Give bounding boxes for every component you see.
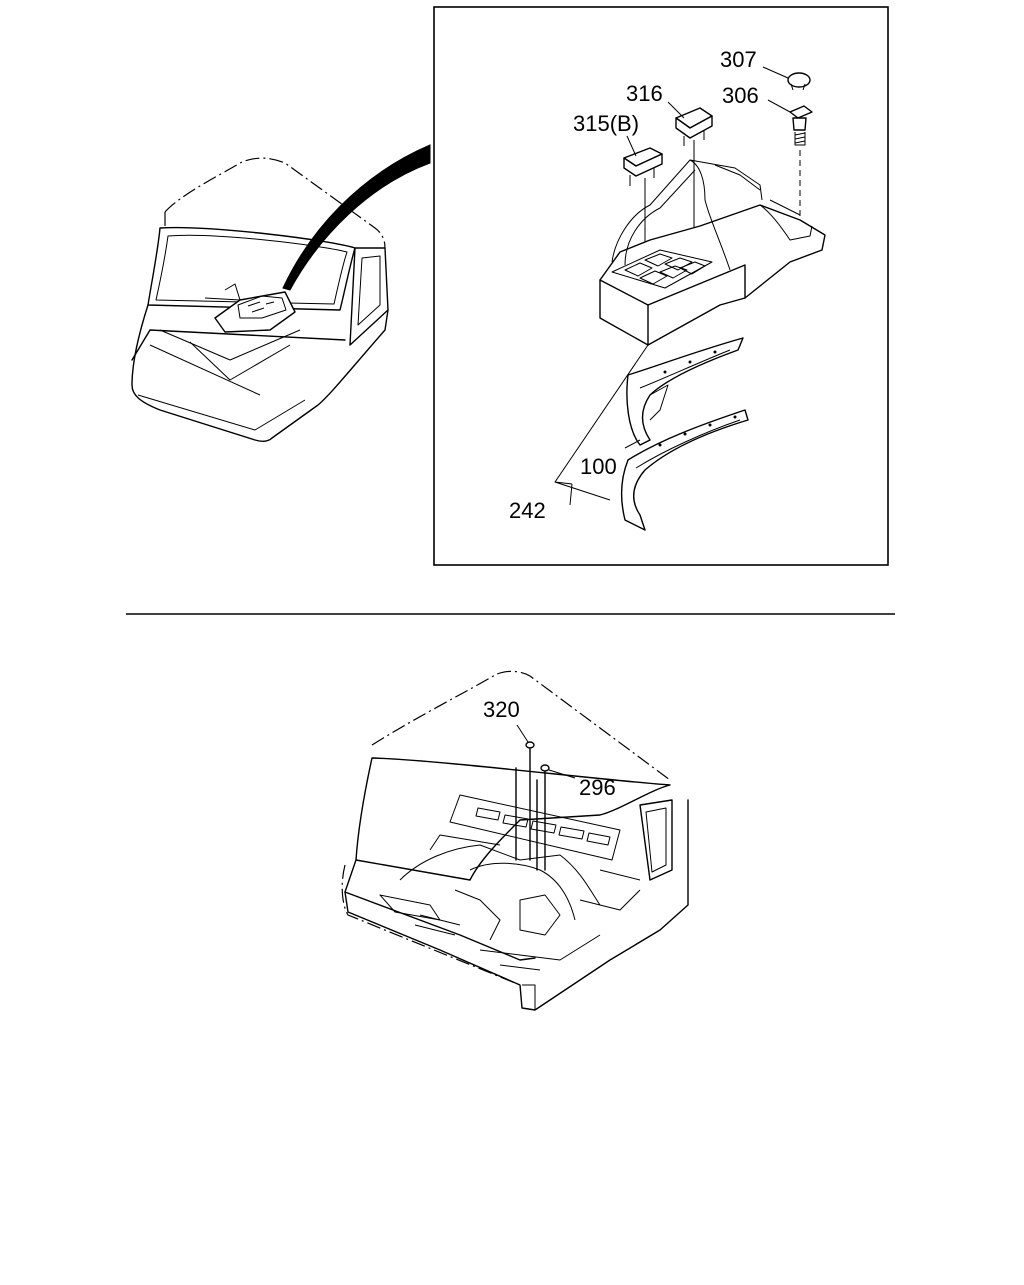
cab-floor-bottom: [341, 670, 689, 1011]
clip-315B: [623, 135, 663, 262]
panel-100: [624, 337, 744, 449]
bolt-306: [767, 99, 813, 225]
label-100: 100: [580, 454, 617, 479]
leader-242: [554, 344, 649, 506]
label-307: 307: [720, 47, 757, 72]
clip-316: [667, 101, 713, 262]
cab-overview-top: [131, 157, 389, 443]
console-assembly: [599, 159, 826, 346]
label-315B: 315(B): [573, 111, 639, 136]
label-296: 296: [579, 775, 616, 800]
label-242: 242: [509, 498, 546, 523]
cap-307: [762, 66, 811, 91]
detail-leader: [282, 144, 431, 291]
detail-frame: [433, 6, 889, 566]
label-316: 316: [626, 81, 663, 106]
label-306: 306: [722, 83, 759, 108]
label-320: 320: [483, 697, 520, 722]
bracket-242: [620, 409, 749, 531]
